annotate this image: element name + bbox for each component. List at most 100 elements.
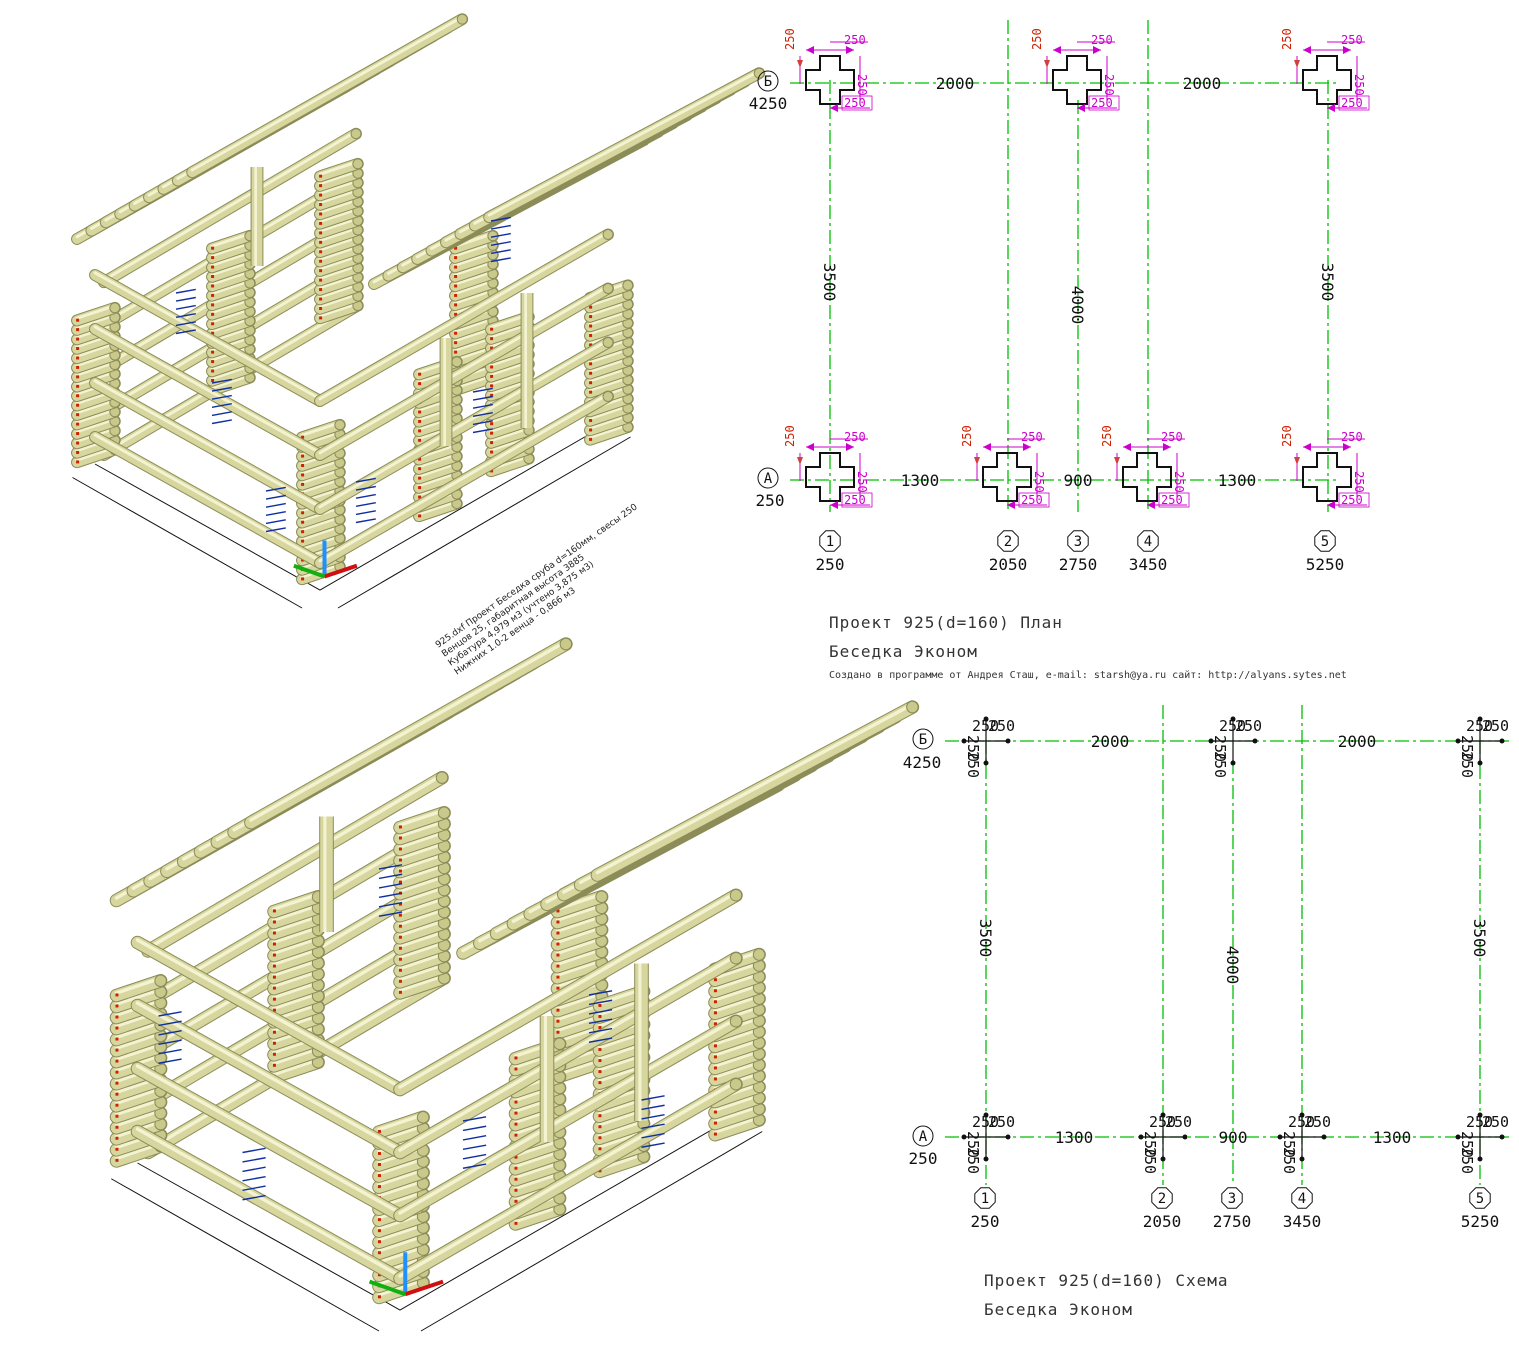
log-number-mark xyxy=(319,259,323,263)
log-number-mark xyxy=(115,1158,119,1162)
log xyxy=(708,1036,766,1065)
log xyxy=(550,901,609,930)
log-end xyxy=(437,806,451,820)
log xyxy=(71,349,121,374)
log-number-mark xyxy=(598,1070,602,1074)
log-number-mark xyxy=(514,1221,518,1225)
log-end xyxy=(622,279,634,291)
log-number-mark xyxy=(115,1070,119,1074)
log-number-mark xyxy=(589,315,593,319)
log-end xyxy=(435,771,449,784)
log-end xyxy=(553,1037,566,1051)
log-number-mark xyxy=(272,1030,276,1034)
scheme-dim-label: 250 xyxy=(1211,751,1229,778)
log-number-mark xyxy=(556,931,560,935)
plan-row-value-a: 250 xyxy=(756,491,785,510)
scheme-dim-label: 250 xyxy=(964,1131,982,1158)
iso-note-1: 925.dxf Проект Беседка сруба d=160мм, св… xyxy=(434,502,640,650)
log xyxy=(296,560,346,586)
log-number-mark xyxy=(211,293,215,297)
plan-dim-label: 250 xyxy=(1280,28,1294,50)
log-number-mark xyxy=(598,1169,602,1173)
scheme-vertical-span-2: 4000 xyxy=(1223,946,1242,985)
log-number-mark xyxy=(115,1081,119,1085)
plan-dim-label: 250 xyxy=(844,96,866,110)
log xyxy=(206,296,256,321)
log-end xyxy=(729,951,743,965)
log xyxy=(393,828,451,857)
log-number-mark xyxy=(713,1132,717,1136)
log-number-mark xyxy=(514,1056,518,1060)
scheme-bottom-span-3: 1300 xyxy=(1373,1128,1412,1147)
dot xyxy=(1499,738,1505,744)
log-number-mark xyxy=(454,312,458,316)
plan-dim-label: 250 xyxy=(783,425,797,447)
log-end xyxy=(602,229,614,240)
log-corner-stack xyxy=(584,279,634,446)
log-end xyxy=(753,67,765,79)
scheme-dim-label: 250 xyxy=(1466,1113,1493,1131)
log-number-mark xyxy=(211,360,215,364)
scheme-dim-label: 250 xyxy=(988,1113,1015,1131)
log xyxy=(314,186,364,211)
log xyxy=(584,364,634,389)
scheme-dim-label: 250 xyxy=(1219,717,1246,735)
log-number-mark xyxy=(211,369,215,373)
log xyxy=(314,205,364,230)
scheme-dim-label: 250 xyxy=(1288,1113,1315,1131)
log xyxy=(393,888,743,1097)
log-end xyxy=(595,890,608,904)
plan-bottom-span-2: 900 xyxy=(1064,471,1093,490)
column-value: 2750 xyxy=(1059,555,1098,574)
log xyxy=(141,770,449,958)
log xyxy=(267,956,325,985)
log-number-mark xyxy=(377,1295,381,1299)
log-number-mark xyxy=(76,394,80,398)
iso-blue-annotations xyxy=(175,216,511,533)
log-end xyxy=(109,302,121,314)
log xyxy=(267,912,325,941)
log-number-mark xyxy=(490,337,494,341)
scheme-drawing: 2502502502502502502502502502502502502502… xyxy=(903,705,1510,1319)
log-number-mark xyxy=(272,931,276,935)
log-number-mark xyxy=(418,486,422,490)
log-number-mark xyxy=(301,539,305,543)
log xyxy=(708,1113,766,1142)
log-number-mark xyxy=(76,441,80,445)
log-number-mark xyxy=(377,1129,381,1133)
log-number-mark xyxy=(319,193,323,197)
plan-dim-label: 250 xyxy=(844,33,866,47)
post xyxy=(250,167,264,266)
log xyxy=(550,923,609,952)
column-bubble xyxy=(1067,530,1089,552)
log-number-mark xyxy=(272,909,276,913)
dot xyxy=(1277,1134,1283,1140)
log-number-mark xyxy=(418,467,422,471)
plan-dim-label: 250 xyxy=(1102,74,1116,96)
dot xyxy=(1477,716,1483,722)
log-number-mark xyxy=(319,288,323,292)
dot xyxy=(1160,1156,1166,1162)
scheme-bottom-span-1: 1300 xyxy=(1055,1128,1094,1147)
log xyxy=(314,167,364,192)
log-number-mark xyxy=(76,356,80,360)
plan-dim-label: 250 xyxy=(1341,33,1363,47)
log-number-mark xyxy=(76,403,80,407)
plan-dim-label: 250 xyxy=(783,28,797,50)
log-number-mark xyxy=(490,469,494,473)
log-number-mark xyxy=(115,1092,119,1096)
scheme-dim-label: 250 xyxy=(1280,1131,1298,1158)
log-number-mark xyxy=(589,381,593,385)
log-corner-stack xyxy=(393,806,451,1000)
dot xyxy=(1499,1134,1505,1140)
dot xyxy=(1455,1134,1461,1140)
column-value: 5250 xyxy=(1461,1212,1500,1231)
log-number-mark xyxy=(589,333,593,337)
log-number-mark xyxy=(211,275,215,278)
log xyxy=(314,224,364,249)
